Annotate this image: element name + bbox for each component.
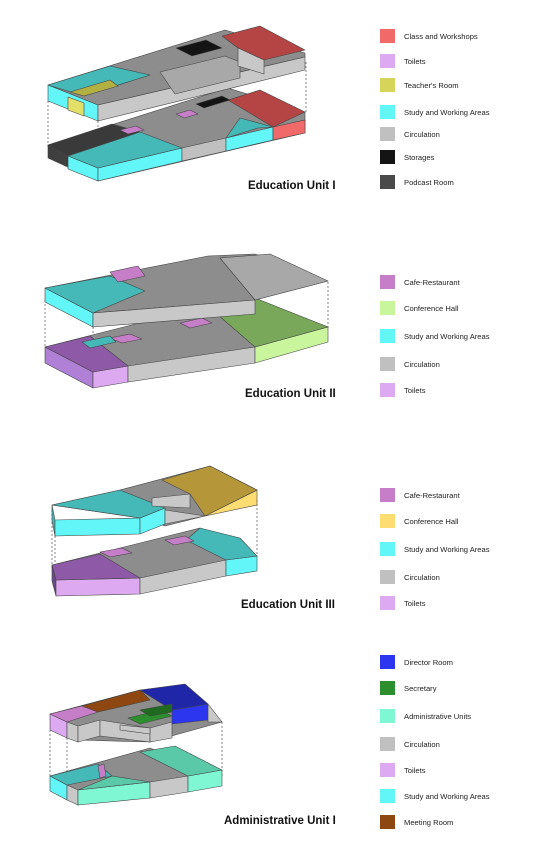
legend-item: Director Room <box>380 654 453 670</box>
administrative-unit-1-drawing <box>49 683 223 806</box>
unit1-upper-floor <box>47 25 306 122</box>
swatch-podcast <box>380 175 395 189</box>
education-unit-2-drawing <box>44 253 329 389</box>
legend-item: Administrative Units <box>380 708 471 724</box>
legend-item: Conference Hall <box>380 300 458 316</box>
legend-label: Circulation <box>404 129 440 139</box>
legend-label: Circulation <box>404 359 440 369</box>
legend-label: Class and Workshops <box>404 31 478 41</box>
legend-item: Circulation <box>380 356 440 372</box>
legend-item: Study and Working Areas <box>380 328 490 344</box>
admin-dashed-connectors <box>49 722 223 785</box>
swatch-class-workshops <box>380 29 395 43</box>
unit2-upper-floor <box>44 253 329 328</box>
swatch-toilets <box>380 763 395 777</box>
legend-item: Study and Working Areas <box>380 788 490 804</box>
swatch-secretary <box>380 681 395 695</box>
swatch-cafe <box>380 275 395 289</box>
swatch-admin-units <box>380 709 395 723</box>
swatch-study <box>380 542 395 556</box>
swatch-meeting <box>380 815 395 829</box>
legend-item: Teacher's Room <box>380 77 459 93</box>
legend-item: Toilets <box>380 762 426 778</box>
unit3-upper-floor <box>51 465 258 537</box>
legend-label: Toilets <box>404 56 426 66</box>
legend-label: Conference Hall <box>404 303 459 313</box>
legend-label: Circulation <box>404 739 440 749</box>
education-unit-1-drawing <box>47 25 307 182</box>
unit2-lower-floor <box>44 297 329 389</box>
swatch-circulation <box>380 737 395 751</box>
legend-item: Circulation <box>380 126 440 142</box>
legend-label: Cafe-Restaurant <box>404 277 460 287</box>
swatch-conference <box>380 301 395 315</box>
admin-upper-floor <box>49 683 223 743</box>
legend-item: Toilets <box>380 53 426 69</box>
swatch-toilets <box>380 383 395 397</box>
swatch-circulation <box>380 127 395 141</box>
legend-label: Teacher's Room <box>404 80 459 90</box>
unit1-lower-floor <box>47 87 306 182</box>
education-unit-3-title: Education Unit III <box>241 599 335 611</box>
swatch-study <box>380 789 395 803</box>
legend-item: Toilets <box>380 382 426 398</box>
swatch-director <box>380 655 395 669</box>
legend-label: Study and Working Areas <box>404 791 490 801</box>
legend-item: Conference Hall <box>380 513 458 529</box>
swatch-circulation <box>380 570 395 584</box>
legend-label: Conference Hall <box>404 516 459 526</box>
legend-label: Toilets <box>404 385 426 395</box>
legend-label: Secretary <box>404 683 437 693</box>
legend-item: Toilets <box>380 595 426 611</box>
legend-item: Circulation <box>380 736 440 752</box>
swatch-toilets <box>380 596 395 610</box>
legend-label: Toilets <box>404 598 426 608</box>
admin-lower-floor <box>49 745 223 806</box>
unit1-dashed-connectors <box>47 62 307 168</box>
education-unit-1-title: Education Unit I <box>248 180 336 192</box>
legend-label: Circulation <box>404 572 440 582</box>
swatch-cafe <box>380 488 395 502</box>
legend-item: Cafe-Restaurant <box>380 487 460 503</box>
swatch-study <box>380 329 395 343</box>
legend-label: Study and Working Areas <box>404 331 490 341</box>
legend-item: Study and Working Areas <box>380 541 490 557</box>
swatch-conference <box>380 514 395 528</box>
legend-label: Cafe-Restaurant <box>404 490 460 500</box>
legend-label: Study and Working Areas <box>404 107 490 117</box>
legend-item: Cafe-Restaurant <box>380 274 460 290</box>
legend-label: Administrative Units <box>404 711 472 721</box>
legend-item: Study and Working Areas <box>380 104 490 120</box>
swatch-circulation <box>380 357 395 371</box>
legend-label: Storages <box>404 152 435 162</box>
legend-label: Director Room <box>404 657 453 667</box>
legend-label: Toilets <box>404 765 426 775</box>
swatch-storages <box>380 150 395 164</box>
swatch-teachers-room <box>380 78 395 92</box>
legend-item: Class and Workshops <box>380 28 478 44</box>
unit3-lower-floor <box>51 527 258 597</box>
legend-item: Meeting Room <box>380 814 453 830</box>
swatch-toilets <box>380 54 395 68</box>
legend-item: Podcast Room <box>380 174 454 190</box>
legend-label: Podcast Room <box>404 177 454 187</box>
legend-label: Study and Working Areas <box>404 544 490 554</box>
administrative-unit-1-title: Administrative Unit I <box>224 815 336 827</box>
legend-item: Secretary <box>380 680 437 696</box>
legend-label: Meeting Room <box>404 817 454 827</box>
education-unit-3-drawing <box>51 465 258 597</box>
legend-item: Storages <box>380 149 434 165</box>
swatch-study <box>380 105 395 119</box>
legend-item: Circulation <box>380 569 440 585</box>
education-unit-2-title: Education Unit II <box>245 388 336 400</box>
